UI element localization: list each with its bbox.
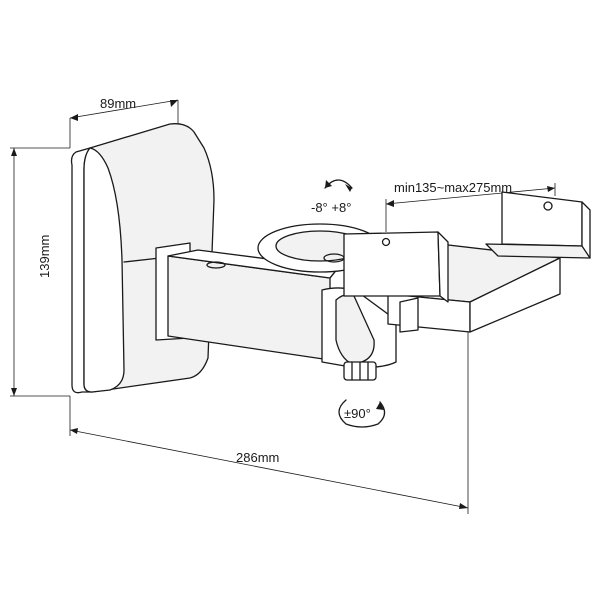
front-clamp [343,231,449,303]
dimension-width-range [385,183,556,232]
tilt-arrow-icon [324,179,353,192]
swivel-arrow-icon [338,399,386,428]
width-range-label: min135~max275mm [394,180,512,195]
tilt-label: -8° +8° [311,200,351,215]
height-label: 139mm [37,235,52,278]
depth-label: 89mm [100,96,136,111]
swivel-label: ±90° [344,406,371,421]
swivel-joint [321,287,397,381]
rear-clamp [485,191,591,259]
dimension-depth [69,99,179,148]
length-label: 286mm [236,450,279,465]
dimension-height [10,147,70,397]
dimension-length [69,300,469,514]
arm [155,242,339,361]
